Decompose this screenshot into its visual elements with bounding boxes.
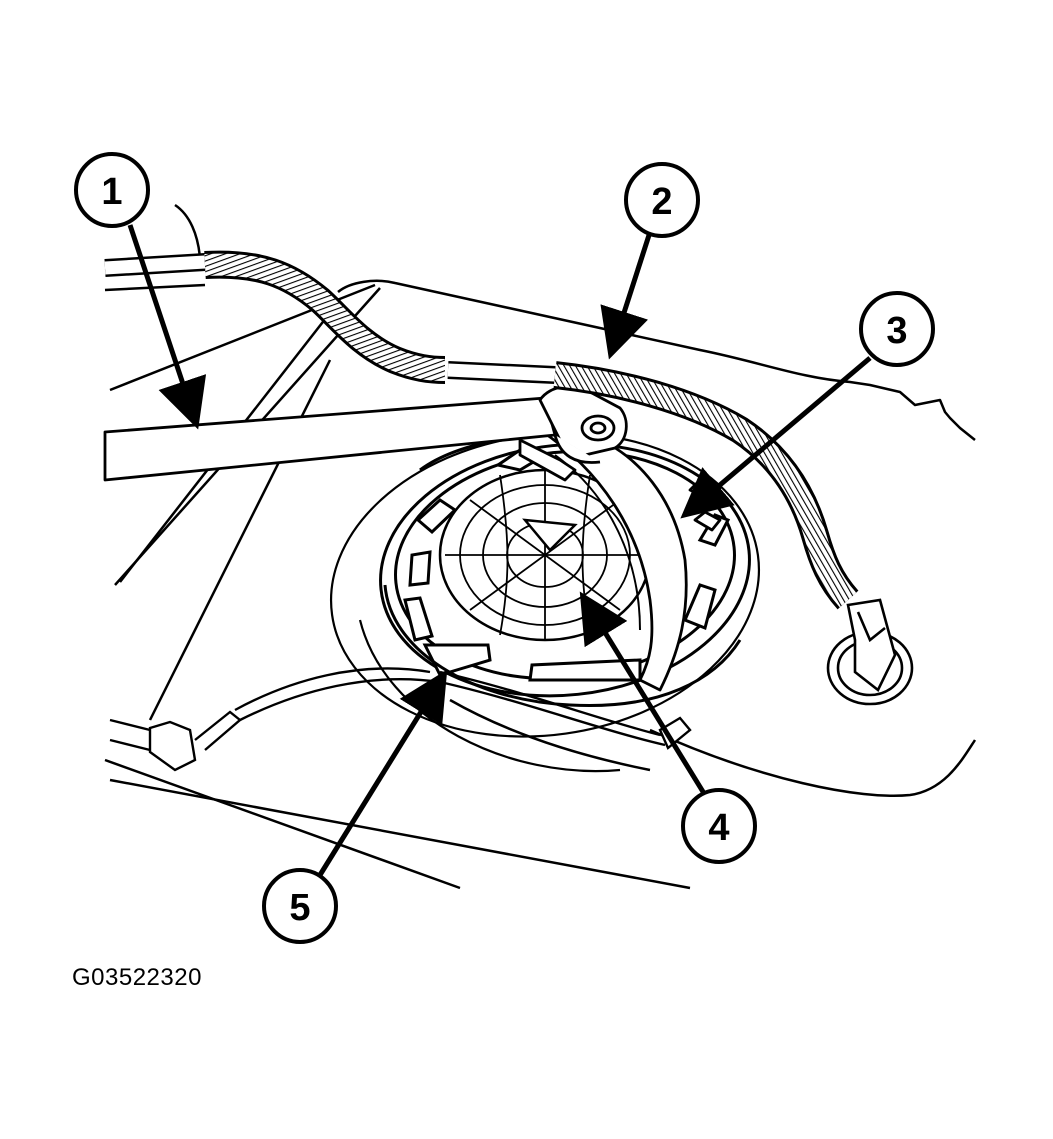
callout-5: 5: [262, 868, 338, 944]
figure-id: G03522320: [72, 964, 202, 991]
svg-text:3: 3: [886, 310, 907, 352]
leader-5: [317, 669, 448, 877]
svg-text:2: 2: [651, 181, 672, 223]
callout-2: 2: [624, 162, 700, 238]
leader-2: [600, 231, 653, 360]
callout-1: 1: [74, 152, 150, 228]
vapor-line: [109, 667, 692, 772]
electrical-connector: [826, 598, 914, 706]
fuel-supply-line: [103, 384, 628, 482]
leader-1: [127, 224, 207, 430]
callout-3: 3: [859, 291, 935, 367]
callouts: 1 2 3 4 5: [74, 152, 935, 944]
svg-text:4: 4: [708, 807, 729, 849]
leader-4: [579, 591, 708, 797]
callout-4: 4: [681, 788, 757, 864]
svg-text:1: 1: [101, 171, 122, 213]
wiring-harness: [104, 250, 859, 610]
callout-leaders: [127, 224, 872, 877]
leader-3: [680, 356, 872, 519]
svg-text:5: 5: [289, 887, 310, 929]
